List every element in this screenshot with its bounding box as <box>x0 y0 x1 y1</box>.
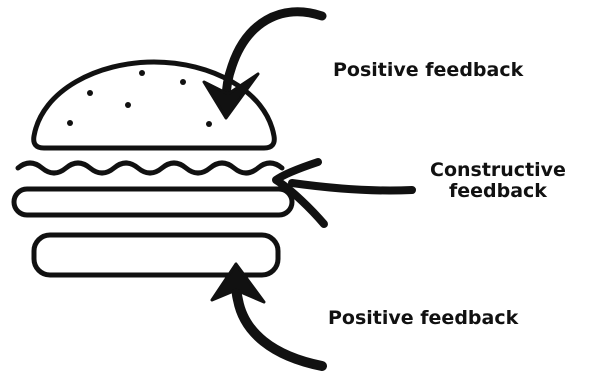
bottom-arrow-head <box>210 262 266 304</box>
label-positive-feedback-bottom: Positive feedback <box>328 307 519 329</box>
top-arrow-head <box>202 72 260 120</box>
bottom-bun-shape <box>31 232 281 278</box>
label-constructive-line1: Constructive <box>430 159 566 181</box>
lettuce-wave-shape <box>15 160 285 176</box>
top-arrow-shaft <box>221 7 327 105</box>
middle-arrow-head <box>272 158 328 228</box>
curved-arrow-icon <box>210 262 327 371</box>
curved-arrow-icon <box>202 7 327 120</box>
top-bun-shape <box>31 59 277 151</box>
label-constructive-feedback: Constructive feedback <box>430 159 566 203</box>
sesame-seeds <box>67 70 212 127</box>
middle-arrow-shaft <box>288 179 416 195</box>
curved-arrow-icon <box>272 158 416 228</box>
patty-shape <box>11 186 295 218</box>
burger-icon <box>11 59 295 278</box>
label-positive-feedback-top: Positive feedback <box>333 59 524 81</box>
label-constructive-line2: feedback <box>448 180 547 203</box>
